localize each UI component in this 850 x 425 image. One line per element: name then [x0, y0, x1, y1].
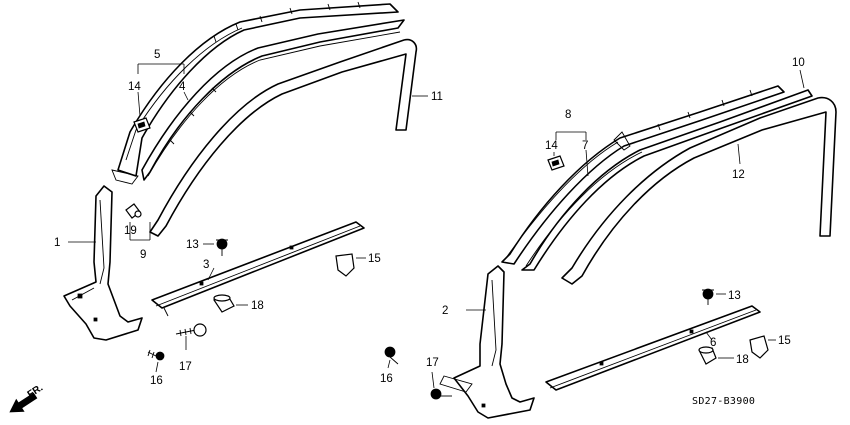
screw-13-right	[702, 288, 714, 305]
label-3: 3	[203, 259, 209, 271]
label-11: 11	[431, 91, 443, 103]
front-arrow-icon	[9, 392, 38, 413]
label-15-left: 15	[368, 253, 381, 265]
clip-15-left	[335, 253, 355, 277]
diagram-code: SD27-B3900	[692, 396, 755, 407]
label-10: 10	[792, 57, 805, 69]
leader-lines-right	[387, 69, 805, 389]
label-13-left: 13	[186, 239, 199, 251]
label-18-right: 18	[736, 354, 749, 366]
pillar-garnish-left	[63, 185, 143, 341]
label-2: 2	[442, 305, 448, 317]
screw-17-right	[430, 388, 452, 400]
label-8: 8	[565, 109, 571, 121]
label-5: 5	[154, 49, 160, 61]
label-19: 19	[124, 225, 137, 237]
label-14-right: 14	[545, 140, 558, 152]
weatherstrip-right	[561, 96, 837, 285]
sill-garnish-right	[545, 305, 761, 391]
label-16-right: 16	[380, 373, 393, 385]
screw-16-right	[384, 346, 399, 365]
clip-15-right	[749, 335, 769, 359]
label-9: 9	[140, 249, 146, 261]
front-direction-indicator: FR.	[9, 382, 45, 413]
label-13-right: 13	[728, 290, 741, 302]
label-18-left: 18	[251, 300, 264, 312]
roof-garnish-left	[111, 1, 399, 185]
screw-16-left	[147, 349, 165, 361]
part-labels: 5 14 4 11 1 19 9 13 3 15 18 17 16 8 14 7…	[54, 49, 805, 387]
label-6: 6	[710, 337, 716, 349]
label-17-left: 17	[179, 361, 192, 373]
weatherstrip-left	[149, 38, 418, 237]
label-17-right: 17	[426, 357, 439, 369]
screw-13-left	[216, 238, 228, 256]
door-opening-trim-left	[141, 19, 405, 181]
clip-14-left	[133, 117, 151, 133]
door-opening-trim-right	[521, 89, 813, 271]
roof-garnish-right	[501, 85, 785, 265]
clip-18-left	[213, 294, 235, 313]
screw-17-left	[175, 323, 207, 337]
label-16-left: 16	[150, 375, 163, 387]
label-7: 7	[582, 140, 588, 152]
label-12: 12	[732, 169, 745, 181]
sill-garnish-left	[151, 221, 365, 317]
label-15-right: 15	[778, 335, 791, 347]
label-14-left: 14	[128, 81, 141, 93]
clip-18-right	[698, 346, 717, 365]
clip-14-right	[547, 155, 565, 171]
pillar-garnish-right	[439, 265, 535, 419]
clip-19-left	[125, 203, 142, 219]
label-4: 4	[179, 81, 186, 93]
leader-lines-left	[68, 63, 428, 373]
label-1: 1	[54, 237, 60, 249]
